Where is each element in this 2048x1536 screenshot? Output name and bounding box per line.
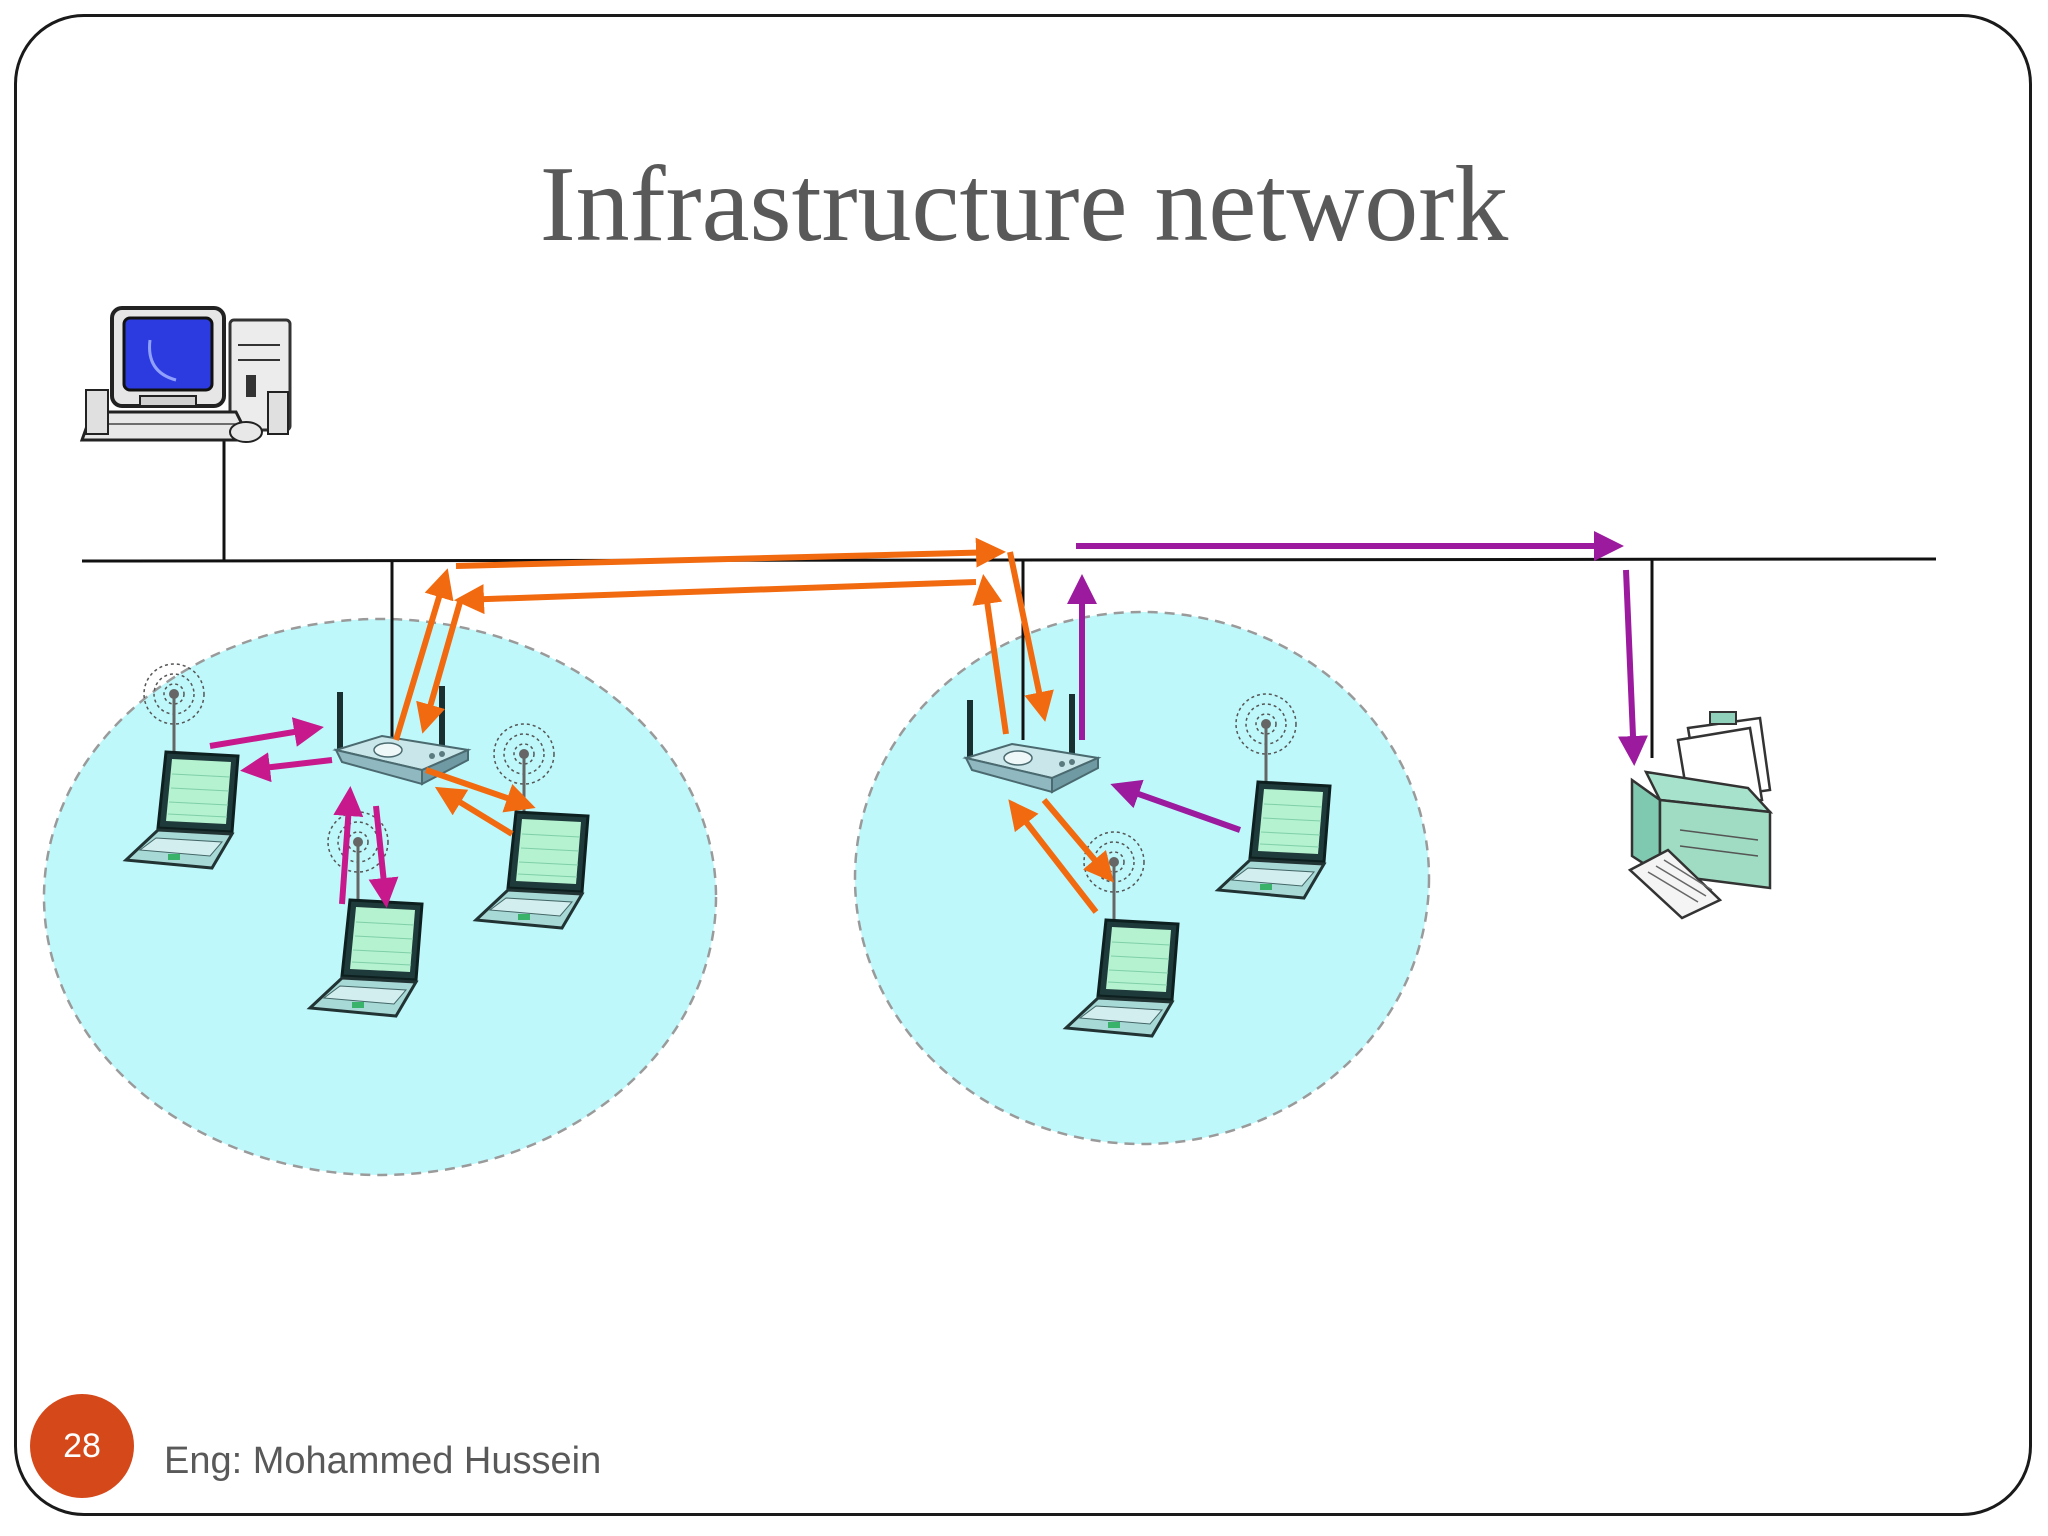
author-footer: Eng: Mohammed Hussein (164, 1440, 602, 1482)
page-title: Infrastructure network (539, 145, 1509, 264)
cell1-local-arrows (209, 717, 399, 908)
orange-traffic-arrows (393, 537, 1114, 914)
bss-cell-2 (853, 610, 1431, 1146)
page-number-badge: 28 (30, 1394, 134, 1498)
desktop-computer-icon (79, 306, 292, 443)
printer-traffic-arrows (1067, 531, 1648, 833)
printer-icon (1627, 711, 1774, 920)
